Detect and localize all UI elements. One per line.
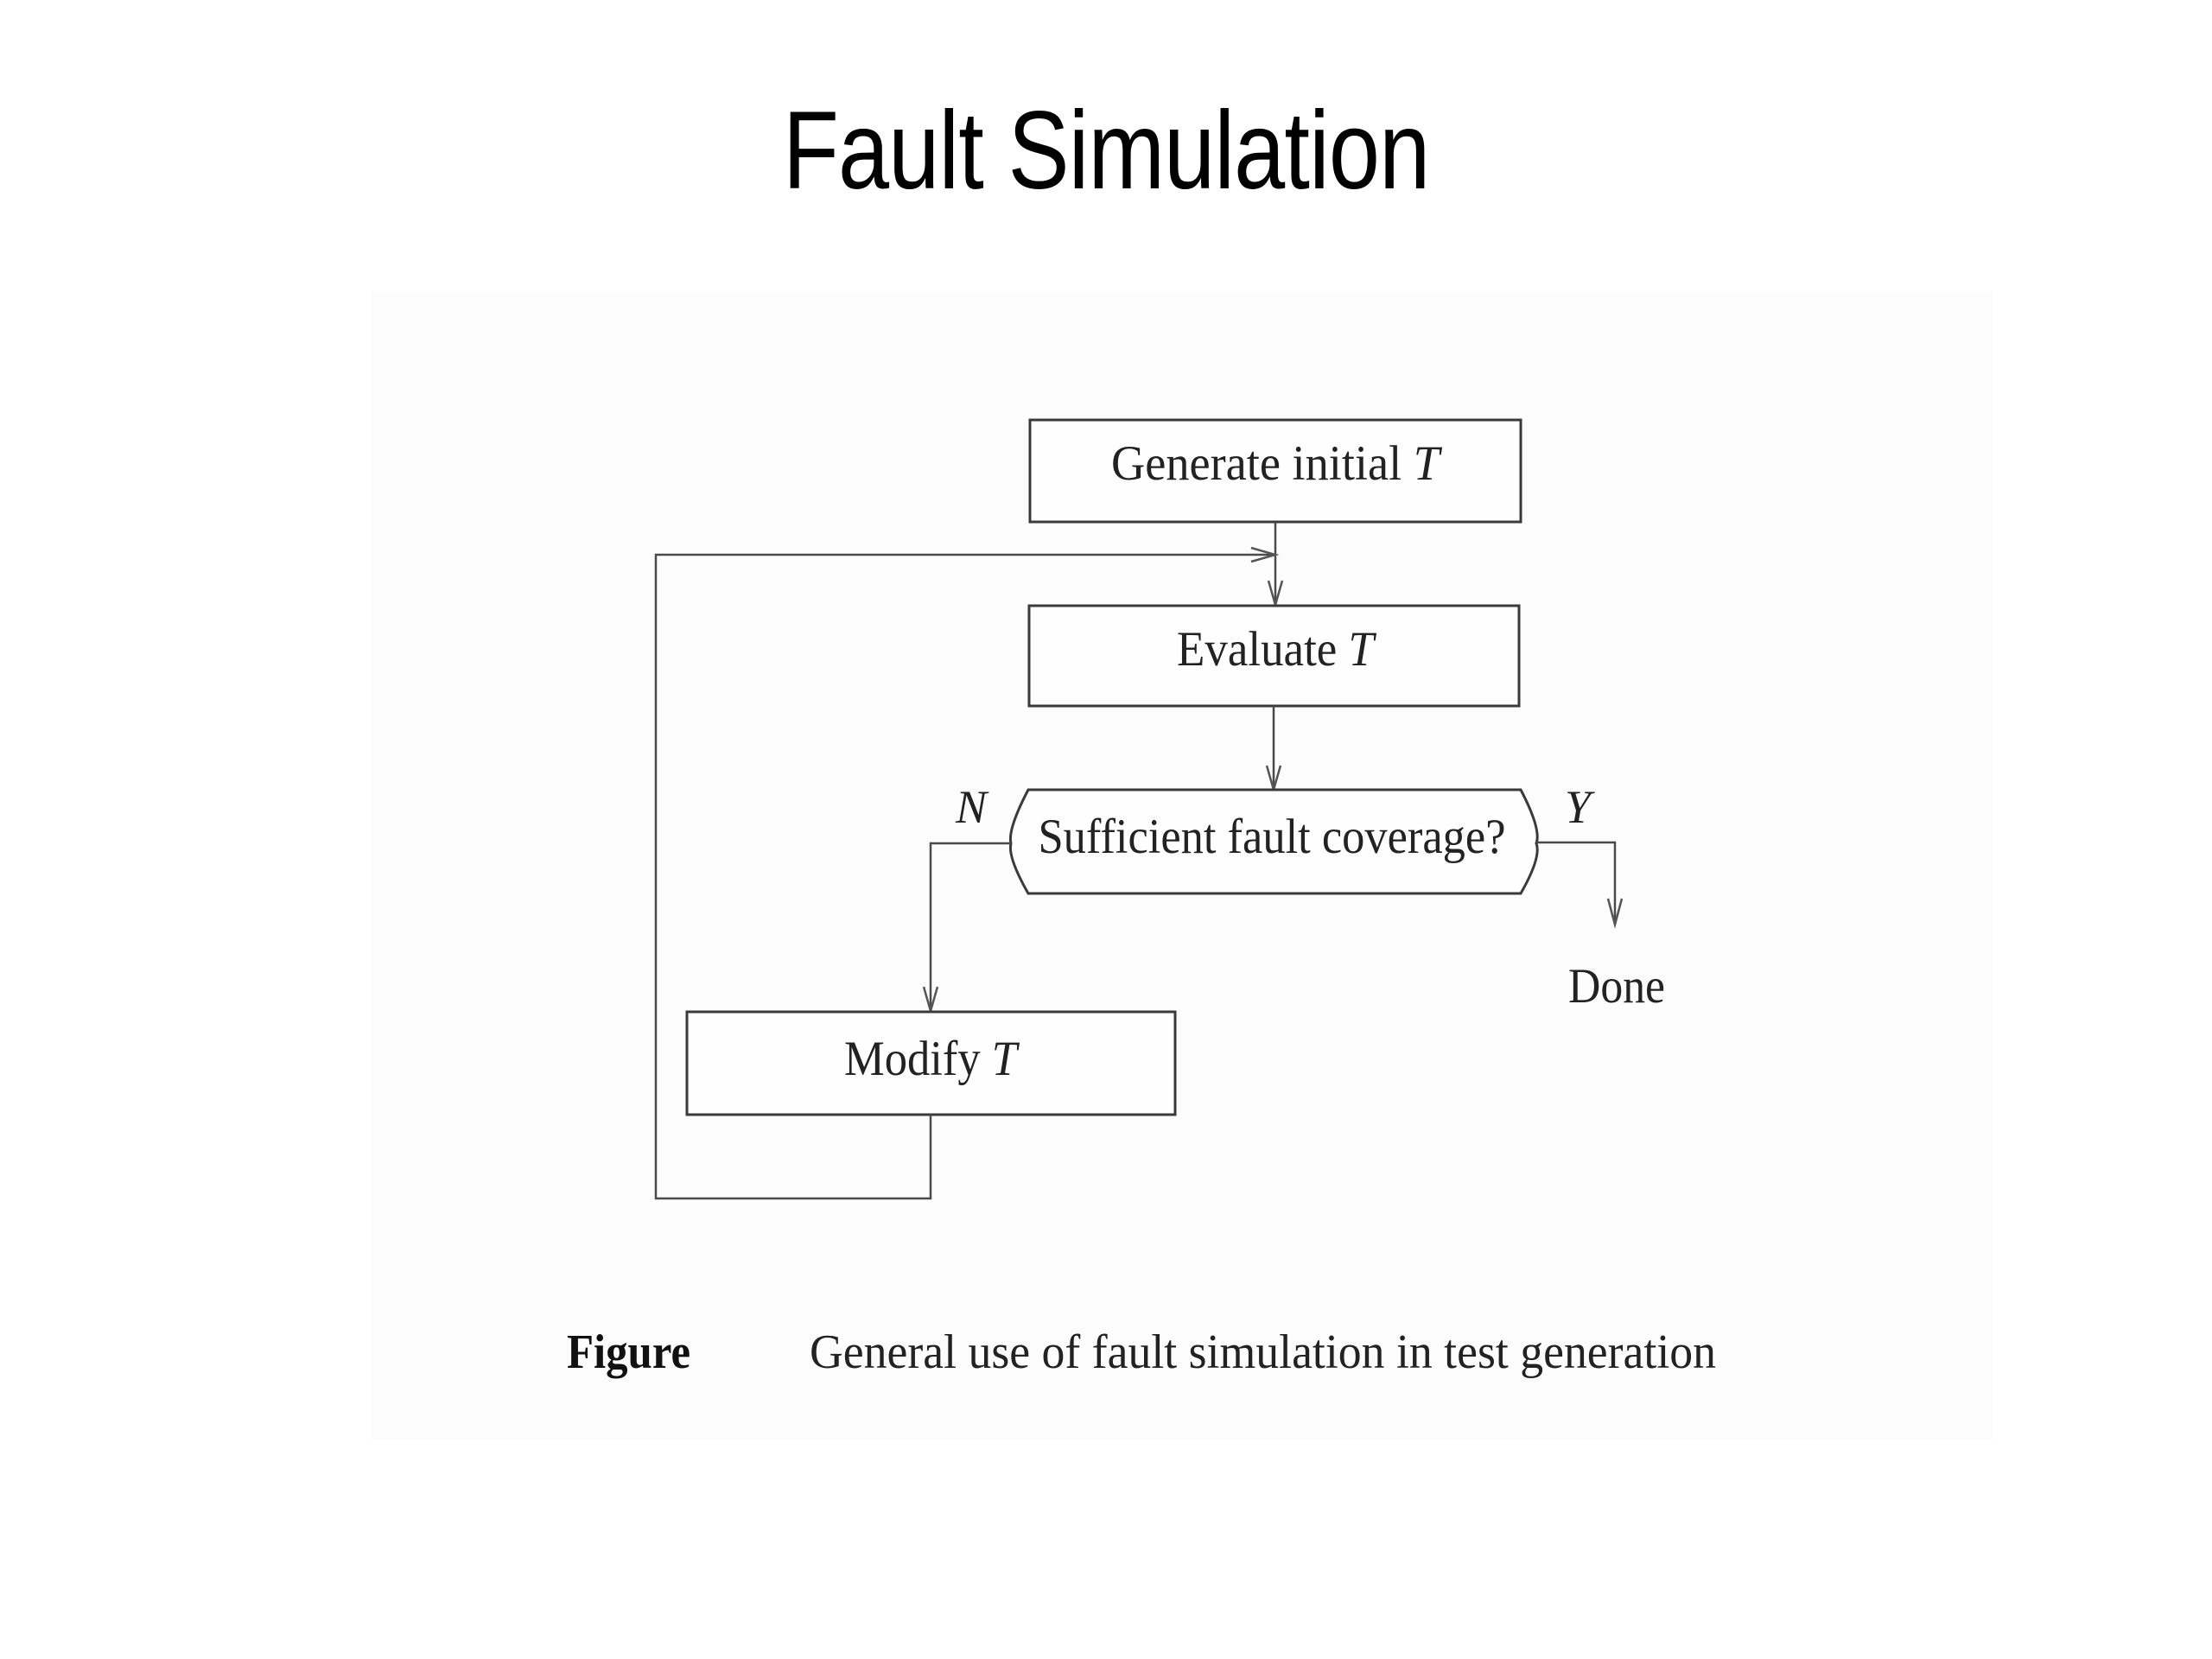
branch-label-no: N bbox=[955, 781, 989, 833]
slide-title: Fault Simulation bbox=[782, 89, 1430, 213]
terminal-done: Done bbox=[1568, 959, 1665, 1014]
node-evaluate-t: Evaluate T bbox=[1027, 604, 1521, 708]
node-modify-label: Modify T bbox=[844, 1032, 1020, 1086]
figure-caption-text: General use of fault simulation in test … bbox=[810, 1325, 1716, 1379]
figure-caption-key: Figure bbox=[567, 1325, 690, 1379]
node-decision-shape bbox=[1008, 788, 1539, 895]
branch-label-yes: Y bbox=[1565, 781, 1595, 833]
node-evaluate-box bbox=[1027, 604, 1521, 708]
node-evaluate-text: Evaluate bbox=[1177, 622, 1349, 677]
node-modify-box bbox=[685, 1010, 1177, 1116]
node-generate-var: T bbox=[1414, 436, 1443, 491]
node-modify-text: Modify bbox=[844, 1032, 992, 1086]
node-generate-text: Generate initial bbox=[1111, 436, 1414, 491]
node-generate-label: Generate initial T bbox=[1111, 436, 1443, 491]
edge-modify-feedback-loop bbox=[654, 553, 1275, 1200]
node-modify-t: Modify T bbox=[685, 1010, 1177, 1116]
node-evaluate-var: T bbox=[1349, 622, 1377, 677]
node-decision: Sufficient fault coverage? bbox=[1008, 788, 1539, 895]
node-generate-initial-t: Generate initial T bbox=[1028, 418, 1522, 524]
arrowhead-done-icon bbox=[1606, 898, 1624, 929]
node-decision-label: Sufficient fault coverage? bbox=[1039, 810, 1506, 864]
arrowhead-feedback-icon bbox=[1250, 546, 1280, 563]
node-modify-var: T bbox=[992, 1032, 1020, 1086]
edge-decision-no-to-modify bbox=[929, 842, 1011, 1011]
node-evaluate-label: Evaluate T bbox=[1177, 622, 1377, 677]
edge-decision-yes-to-done bbox=[1536, 841, 1617, 925]
